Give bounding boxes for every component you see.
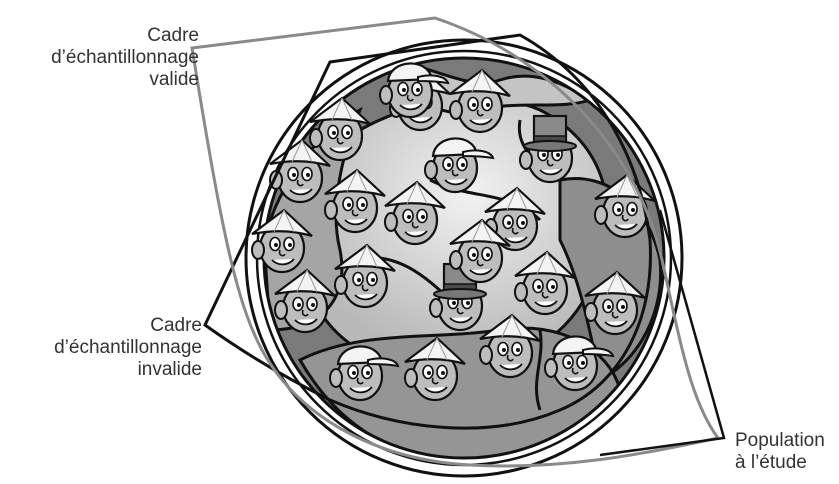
valid-frame-label: Cadre d’échantillonnage valide — [51, 25, 199, 91]
population-label-line1: Population — [735, 430, 825, 452]
population-label-line2: à l’étude — [735, 452, 825, 474]
invalid-frame-label-line1: Cadre — [54, 315, 202, 337]
valid-frame-label-line2: d’échantillonnage — [51, 47, 199, 69]
valid-frame-label-line1: Cadre — [51, 25, 199, 47]
invalid-frame-label-line2: d’échantillonnage — [54, 337, 202, 359]
population-label: Population à l’étude — [735, 430, 825, 474]
valid-frame-label-line3: valide — [51, 69, 199, 91]
invalid-frame-label-line3: invalide — [54, 359, 202, 381]
invalid-frame-label: Cadre d’échantillonnage invalide — [54, 315, 202, 381]
